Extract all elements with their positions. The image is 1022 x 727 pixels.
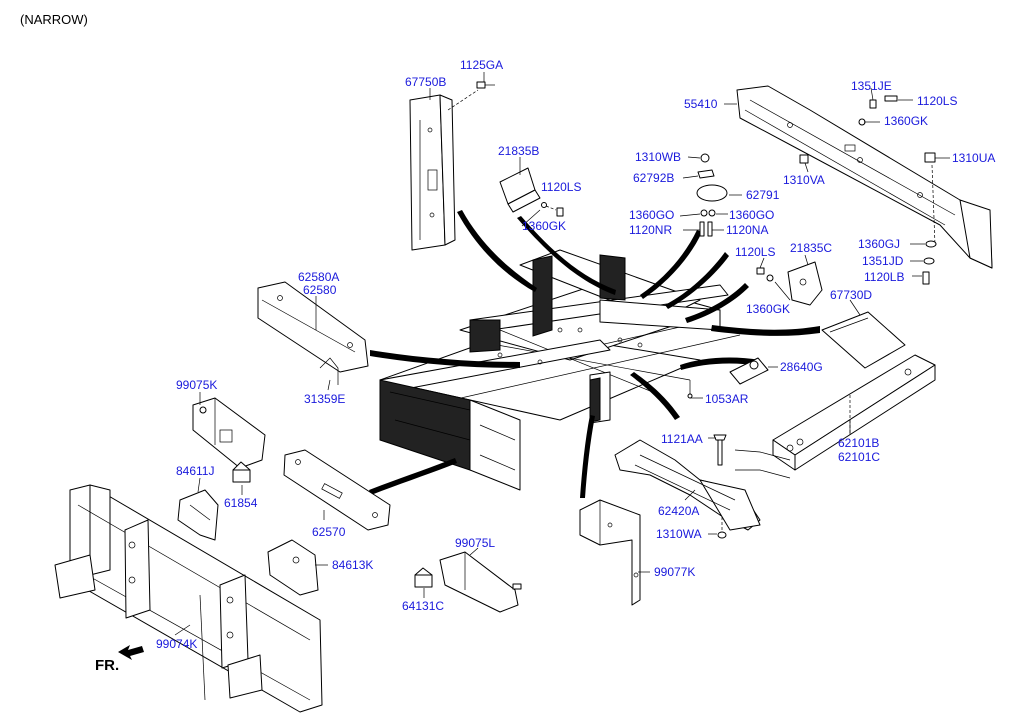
part-55410 [736, 85, 993, 269]
front-direction-label: FR. [95, 657, 119, 674]
part-99075K [192, 397, 266, 469]
part-84611J [177, 489, 219, 541]
label-99074K: 99074K [156, 637, 197, 651]
label-1310WB: 1310WB [635, 150, 681, 164]
label-99077K: 99077K [654, 565, 695, 579]
part-99074K [54, 484, 323, 713]
part-21835C [756, 261, 823, 306]
label-1120NR: 1120NR [629, 223, 672, 237]
label-1360GK-a: 1360GK [522, 219, 566, 233]
label-1310UA: 1310UA [952, 151, 995, 165]
label-67750B: 67750B [405, 75, 446, 89]
central-chassis-frame [379, 249, 741, 491]
label-1120NA: 1120NA [726, 223, 768, 237]
pointer-sweeps [369, 210, 820, 498]
frame-stub [734, 449, 791, 479]
diagram-header: (NARROW) [20, 12, 88, 27]
label-28640G: 28640G [780, 360, 823, 374]
label-21835B: 21835B [498, 144, 539, 158]
label-64131C: 64131C [402, 599, 444, 613]
part-62791-group [696, 153, 728, 237]
label-1053AR: 1053AR [705, 392, 749, 406]
label-1351JE: 1351JE [851, 79, 892, 93]
part-31359E [319, 357, 339, 385]
label-62792B: 62792B [633, 171, 674, 185]
label-1360GJ: 1360GJ [858, 237, 900, 251]
part-84613K [267, 539, 319, 596]
label-62580: 62580 [303, 283, 337, 297]
part-62101B [772, 354, 936, 471]
label-1120LS-a: 1120LS [541, 180, 581, 194]
label-1120LB: 1120LB [864, 270, 904, 284]
label-31359E: 31359E [304, 392, 345, 406]
label-84611J: 84611J [176, 464, 214, 478]
label-1310WA: 1310WA [656, 527, 702, 541]
part-28640G [687, 357, 769, 399]
label-1310VA: 1310VA [783, 173, 825, 187]
part-62570 [283, 449, 391, 531]
part-61854 [232, 461, 251, 483]
label-62101C: 62101C [838, 450, 880, 464]
label-62570: 62570 [312, 525, 346, 539]
label-62791: 62791 [746, 188, 780, 202]
label-1360GK-c: 1360GK [746, 302, 790, 316]
label-1120LS-b: 1120LS [917, 94, 957, 108]
part-67730D [821, 311, 906, 369]
label-21835C: 21835C [790, 241, 832, 255]
part-62580 [257, 281, 369, 373]
part-62420A [614, 434, 761, 539]
part-99077K [579, 499, 641, 606]
label-62580A: 62580A [298, 270, 339, 284]
part-labels: 1125GA 67750B 21835B 1120LS 1360GK 1310W… [156, 58, 995, 651]
label-1360GK-b: 1360GK [884, 114, 928, 128]
label-1121AA: 1121AA [661, 432, 703, 446]
front-direction-arrow: FR. [95, 645, 144, 674]
label-55410: 55410 [684, 97, 718, 111]
label-62101B: 62101B [838, 436, 879, 450]
label-1360GO-b: 1360GO [729, 208, 774, 222]
bolt-1120LS-a [541, 202, 564, 217]
part-21835B [499, 167, 541, 213]
part-99075L [439, 551, 522, 613]
label-1351JD: 1351JD [862, 254, 904, 268]
label-99075K: 99075K [176, 378, 217, 392]
label-62420A: 62420A [658, 504, 699, 518]
label-99075L: 99075L [455, 536, 495, 550]
label-67730D: 67730D [830, 288, 872, 302]
label-1360GO-a: 1360GO [629, 208, 674, 222]
label-61854: 61854 [224, 496, 258, 510]
leader-lines [174, 72, 950, 636]
bolt-1125GA [476, 81, 495, 89]
label-84613K: 84613K [332, 558, 373, 572]
label-1120LS-c: 1120LS [735, 245, 775, 259]
part-67750B [409, 89, 479, 251]
label-1125GA: 1125GA [460, 58, 503, 72]
fasteners-55410 [799, 95, 937, 285]
part-64131C [414, 567, 433, 588]
